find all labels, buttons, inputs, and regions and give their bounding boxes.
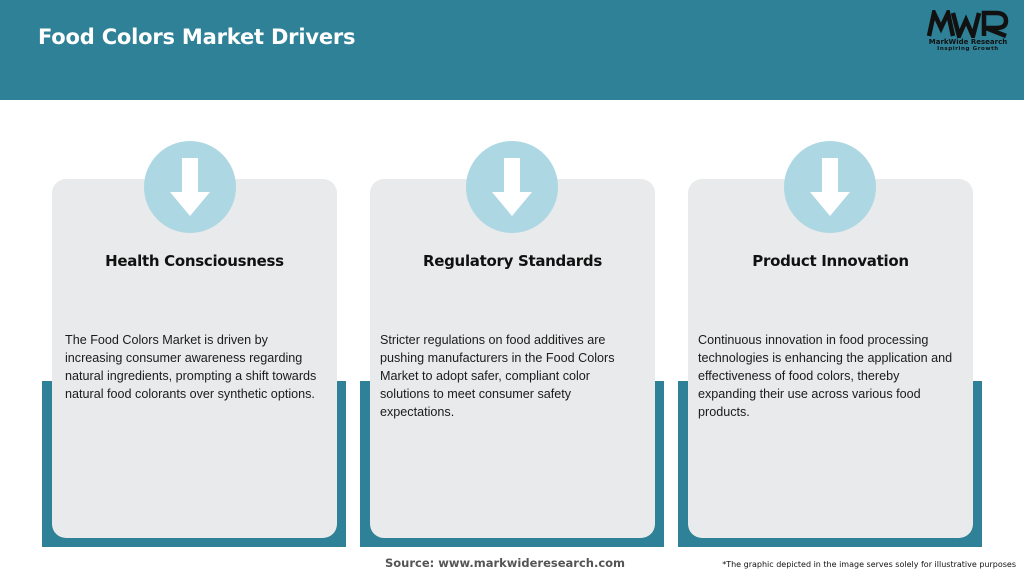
icon-circle-3: [784, 141, 876, 233]
card-title: Regulatory Standards: [423, 252, 602, 270]
logo-name: MarkWide Research: [928, 38, 1008, 46]
mwr-logo-icon: [926, 10, 1009, 38]
driver-card-innovation: [688, 179, 973, 538]
card-text: Stricter regulations on food additives a…: [380, 333, 615, 419]
logo-tagline: Inspiring Growth: [937, 46, 999, 52]
card-text: Continuous innovation in food processing…: [698, 333, 953, 419]
driver-card-regulatory: [370, 179, 655, 538]
arrow-down-icon: [170, 158, 210, 216]
card-title: Health Consciousness: [105, 252, 284, 270]
source-citation: Source: www.markwideresearch.com: [384, 556, 626, 570]
card-text: The Food Colors Market is driven by incr…: [65, 333, 317, 401]
icon-circle-1: [144, 141, 236, 233]
header-banner: Food Colors Market Drivers MarkWide Rese…: [0, 0, 1024, 100]
brand-logo: MarkWide Research Inspiring Growth: [922, 10, 1014, 58]
arrow-down-icon: [492, 158, 532, 216]
arrow-down-icon: [810, 158, 850, 216]
disclaimer-note: *The graphic depicted in the image serve…: [722, 560, 1016, 569]
card-title: Product Innovation: [752, 252, 909, 270]
driver-card-health: [52, 179, 337, 538]
page-title: Food Colors Market Drivers: [38, 25, 356, 49]
icon-circle-2: [466, 141, 558, 233]
